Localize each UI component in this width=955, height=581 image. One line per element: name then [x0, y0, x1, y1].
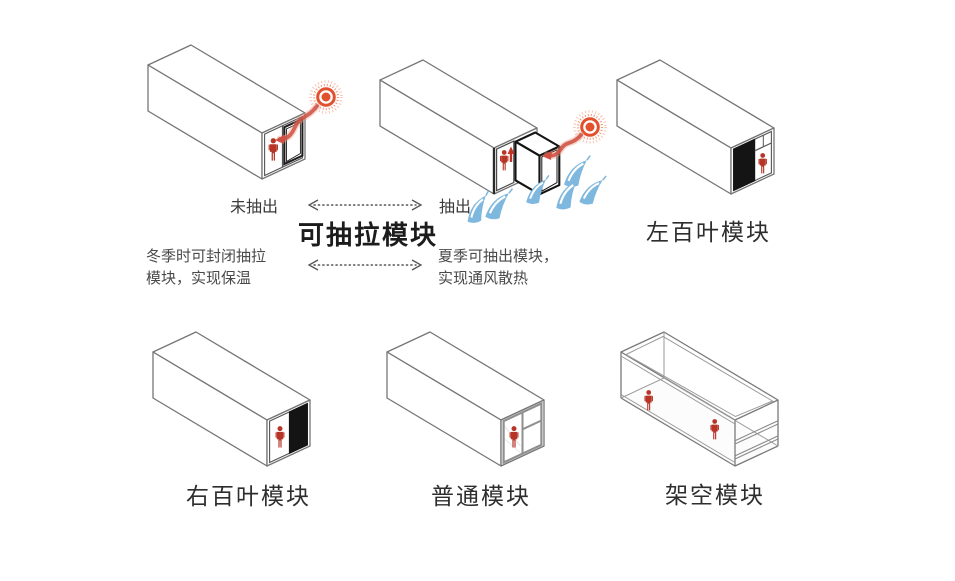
elevated-module-figure [620, 331, 779, 467]
summer-note-line2: 实现通风散热 [438, 269, 529, 287]
right-louver-module-figure [152, 331, 311, 467]
dotted-double-arrow [307, 199, 423, 211]
louver-black-panel [288, 402, 308, 455]
diagram-title: 可抽拉模块 [298, 220, 439, 250]
ordinary-module-figure [386, 331, 545, 467]
right-louver-module-label: 右百叶模块 [186, 483, 311, 509]
end-face-rails [734, 420, 779, 460]
box-shell [147, 44, 306, 180]
retractable-module-closed-figure [147, 44, 343, 180]
airflow-up-arrow [507, 146, 515, 162]
transom-divider [522, 419, 542, 431]
opening-frame [496, 140, 515, 192]
winter-note: 冬季时可封闭抽拉 模块，实现保温 [146, 246, 266, 290]
front-divider [754, 142, 772, 152]
glass-reflection-line [503, 437, 521, 454]
front-inner-frame [502, 401, 543, 465]
ordinary-module-label: 普通模块 [431, 483, 531, 509]
louver-black-panel [733, 138, 756, 192]
floor-plane [621, 378, 778, 466]
summer-note: 夏季可抽出模块， 实现通风散热 [438, 246, 558, 290]
left-louver-module-figure [616, 59, 775, 195]
heat-arrow-into-module [542, 131, 585, 160]
dotted-double-arrow [307, 259, 423, 271]
closed-state-label: 未抽出 [230, 199, 279, 216]
summer-note-line1: 夏季可抽出模块， [438, 248, 559, 265]
elevated-module-label: 架空模块 [665, 482, 765, 508]
frame-inner-edges [620, 332, 779, 463]
left-louver-module-label: 左百叶模块 [646, 219, 771, 245]
retractable-module-open-figure [379, 59, 610, 226]
box-shell [152, 331, 311, 467]
winter-note-line2: 模块，实现保温 [146, 269, 252, 287]
heat-arrow-blocked [275, 102, 321, 144]
winter-note-line1: 冬季时可封闭抽拉 [146, 248, 267, 265]
open-state-label: 抽出 [439, 199, 472, 216]
front-inner-frame [264, 115, 303, 177]
